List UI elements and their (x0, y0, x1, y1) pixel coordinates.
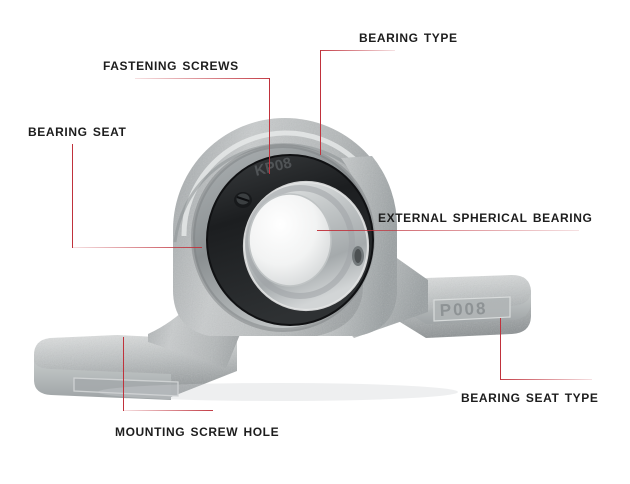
callout-label-bearing-seat-type: Bearing seat type (461, 387, 599, 406)
pillow-block-bearing-illustration: P008 KP08 (28, 60, 548, 405)
cast-plaque-edge (433, 296, 511, 322)
left-foot-recess-edge (73, 377, 179, 397)
bearing-inner-ring-edge (242, 180, 370, 312)
bearing-bore-edge (248, 193, 332, 287)
leader-mounting-screw-hole-vertical (123, 337, 125, 411)
leader-bearing-seat-horizontal (72, 247, 202, 249)
bearing-inner-ring-face (245, 185, 355, 299)
cast-plaque (434, 297, 510, 321)
ground-shadow (98, 383, 458, 401)
cast-marking-text: P008 (439, 299, 487, 320)
leader-bearing-seat-vertical (72, 144, 74, 248)
leader-bearing-type-horizontal (320, 50, 395, 52)
leader-fastening-screws-horizontal (135, 78, 270, 80)
leader-mounting-screw-hole-horizontal (123, 410, 213, 412)
callout-label-external-spherical-bearing: External Spherical Bearing (378, 207, 593, 226)
left-foot-recess (74, 378, 178, 396)
leader-bearing-seat-type-horizontal (500, 379, 592, 381)
leader-bearing-type-vertical (320, 50, 322, 155)
callout-label-mounting-screw-hole: Mounting screw hole (115, 421, 280, 440)
bearing-bore (249, 194, 331, 286)
callout-label-bearing-seat: Bearing seat (28, 121, 127, 140)
leader-bearing-seat-type-vertical (500, 318, 502, 380)
leader-fastening-screws-vertical (269, 78, 271, 174)
set-screw-lower (352, 246, 364, 266)
leader-external-spherical-bearing (317, 230, 579, 232)
housing-side-wall (317, 156, 398, 336)
bearing-outer-race-rim (206, 154, 374, 326)
callout-label-bearing-type: Bearing type (359, 27, 458, 46)
callout-label-fastening-screws: Fastening screws (103, 55, 239, 74)
set-screw-upper (234, 192, 252, 208)
